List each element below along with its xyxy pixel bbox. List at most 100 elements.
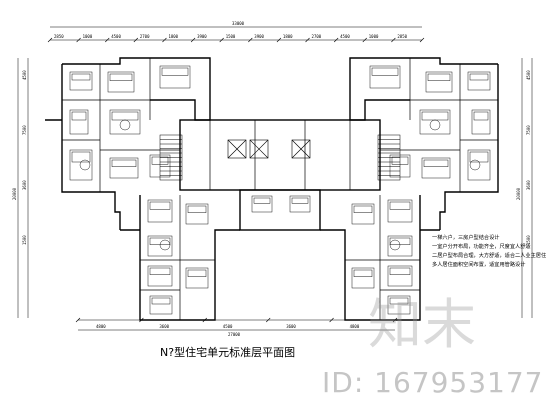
note-line: 一梯六户，三房户型结合设计: [432, 235, 500, 241]
furniture-detail: [187, 205, 207, 213]
furniture-piece: [149, 295, 173, 315]
furniture-piece: [471, 109, 491, 135]
furniture-detail: [71, 111, 87, 121]
furniture-detail: [353, 269, 373, 277]
right-total-dim: 20000: [516, 187, 521, 200]
furniture-piece: [147, 265, 173, 287]
furniture-piece: [369, 65, 401, 89]
stairs: [159, 134, 401, 181]
furniture-piece: [387, 295, 411, 315]
furniture-piece: [467, 71, 491, 91]
top-dim-label: 4500: [340, 34, 350, 39]
top-dim-label: 2850: [397, 34, 407, 39]
furniture-piece: [109, 157, 139, 179]
furniture-detail: [151, 297, 171, 305]
dim-tick: [219, 37, 224, 43]
right-dim-label: 7500: [526, 125, 531, 135]
furniture-detail: [389, 201, 411, 210]
furniture-piece: [185, 267, 209, 289]
top-dim-label: 4500: [111, 34, 121, 39]
furniture-detail: [149, 201, 171, 210]
furniture-detail: [391, 156, 409, 165]
round-table: [119, 119, 131, 131]
round-table: [389, 239, 401, 251]
dim-tick: [276, 37, 282, 43]
furniture-detail: [427, 73, 451, 81]
furniture-detail: [253, 197, 271, 204]
furniture-piece: [289, 195, 311, 213]
furniture-piece: [107, 71, 135, 93]
left-dim-label: 1500: [22, 235, 27, 245]
bottom-dim-label: 4800: [96, 324, 106, 329]
furniture-piece: [69, 71, 93, 91]
furniture-piece: [69, 109, 89, 135]
dim-tick: [47, 37, 53, 43]
bottom-total-dim: 27000: [228, 332, 241, 337]
furniture-detail: [161, 67, 189, 76]
furniture-detail: [421, 111, 449, 121]
dim-tick: [333, 37, 339, 43]
elevators: [227, 139, 311, 159]
furniture-piece: [159, 65, 191, 89]
furniture-detail: [473, 111, 489, 121]
furniture-piece: [149, 154, 171, 178]
dim-tick: [305, 37, 310, 43]
left-dim-label: 3600: [22, 180, 27, 190]
top-dim-label: 3900: [254, 34, 264, 39]
bottom-dim-label: 3600: [286, 324, 296, 329]
furniture-piece: [389, 154, 411, 178]
dim-tick: [329, 317, 334, 323]
furniture-piece: [69, 149, 93, 181]
furniture-detail: [423, 159, 449, 167]
top-dim-label: 1000: [83, 34, 93, 39]
dim-tick: [162, 37, 167, 43]
top-dim-label: 1800: [168, 34, 178, 39]
drawing-title: N?型住宅单元标准层平面图: [160, 346, 296, 359]
furniture-detail: [111, 159, 137, 167]
note-line: 一室户分开布局，功能齐全，尺度宜人舒适: [432, 244, 531, 250]
furniture-detail: [71, 73, 91, 81]
dim-tick: [133, 37, 139, 43]
dim-tick: [105, 37, 110, 43]
round-table: [469, 159, 481, 171]
furniture-detail: [149, 267, 171, 275]
dimension-text: 33000 27000 2850 1000 4500 2700 1800 3900 1500…: [12, 21, 531, 337]
furniture-detail: [353, 205, 373, 213]
top-total-dim: 33000: [232, 21, 245, 26]
left-total-dim: 20000: [12, 187, 17, 200]
round-table: [159, 239, 171, 251]
note-line: 多人居住面积空间布置，适宜用管路设计: [432, 262, 526, 268]
dim-tick: [362, 37, 367, 43]
watermark-id: ID: 167953177: [322, 366, 544, 399]
bottom-dim-label: 3600: [159, 324, 169, 329]
dim-tick: [76, 37, 81, 43]
right-dim-label: 1500: [526, 235, 531, 245]
top-dim-label: 2700: [140, 34, 150, 39]
furniture-piece: [419, 109, 451, 135]
right-dim-label: 3600: [526, 180, 531, 190]
furniture-piece: [351, 267, 375, 289]
furniture-piece: [387, 235, 413, 257]
furniture-detail: [187, 269, 207, 277]
dim-tick: [265, 317, 271, 323]
furniture-piece: [185, 203, 209, 225]
top-dim-label: 3900: [197, 34, 207, 39]
design-notes: 一梯六户，三房户型结合设计 一室户分开布局，功能齐全，尺度宜人舒适 二居户型布局…: [432, 234, 550, 270]
furniture-piece: [109, 109, 141, 135]
interior-partitions: [62, 58, 498, 320]
left-dim-label: 7500: [22, 125, 27, 135]
note-line: 二居户型布局合理，大方舒适，适合二人业主居住: [432, 253, 547, 259]
top-dim-label: 1500: [226, 34, 236, 39]
top-dim-label: 1800: [283, 34, 293, 39]
dimension-lines: [17, 26, 533, 331]
exterior-walls: [45, 57, 499, 321]
dim-tick: [190, 37, 196, 43]
bottom-dim-label: 4800: [350, 324, 360, 329]
furniture-piece: [387, 199, 413, 223]
top-dim-label: 2850: [54, 34, 64, 39]
furniture-detail: [111, 111, 139, 121]
furniture-detail: [469, 73, 489, 81]
furniture: [69, 65, 491, 315]
left-dim-label: 4500: [22, 70, 27, 80]
